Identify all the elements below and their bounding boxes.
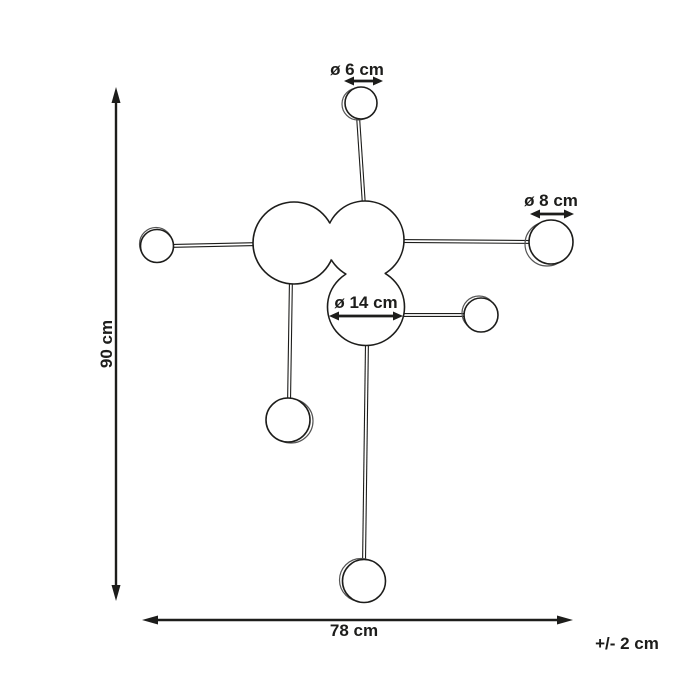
label-diameter-14cm: ø 14 cm [334,293,397,312]
dimension-arrows [329,76,574,321]
sphere-bottom-8cm [338,557,387,604]
diameter-arrow-6cm [344,76,383,86]
dimension-labels: ø 6 cm ø 8 cm ø 14 cm 90 cm 78 cm +/- 2 … [97,60,659,653]
sphere-lower-left-8cm [265,397,314,444]
arm-lower-left [287,275,293,405]
diameter-arrow-14cm [329,311,403,321]
sphere-mid-right-6cm [461,295,499,333]
sphere-top-6cm [341,86,378,121]
arm-top [356,115,366,207]
width-dimension-line [142,615,573,625]
body-circle-bottom-outline [326,267,406,347]
sphere-left-6cm [138,226,175,264]
body-circle-left-outline [252,201,336,285]
label-tolerance: +/- 2 cm [595,634,659,653]
height-dimension-line [111,87,121,601]
arm-left [167,242,263,248]
body-circle-right-fill [326,201,404,279]
lamp-body [252,200,406,347]
label-diameter-6cm: ø 6 cm [330,60,384,79]
body-circle-left-fill [253,202,335,284]
label-diameter-8cm: ø 8 cm [524,191,578,210]
sphere-right-8cm [524,219,574,267]
label-total-width: 78 cm [330,621,378,640]
lamp-spheres [138,86,574,604]
body-circle-bottom-fill [327,268,405,346]
arm-right [397,239,537,244]
body-circle-right-outline [325,200,405,280]
diameter-arrow-8cm [530,209,574,219]
arm-bottom [362,339,369,565]
label-total-height: 90 cm [97,320,116,368]
lamp-arms [167,115,537,565]
